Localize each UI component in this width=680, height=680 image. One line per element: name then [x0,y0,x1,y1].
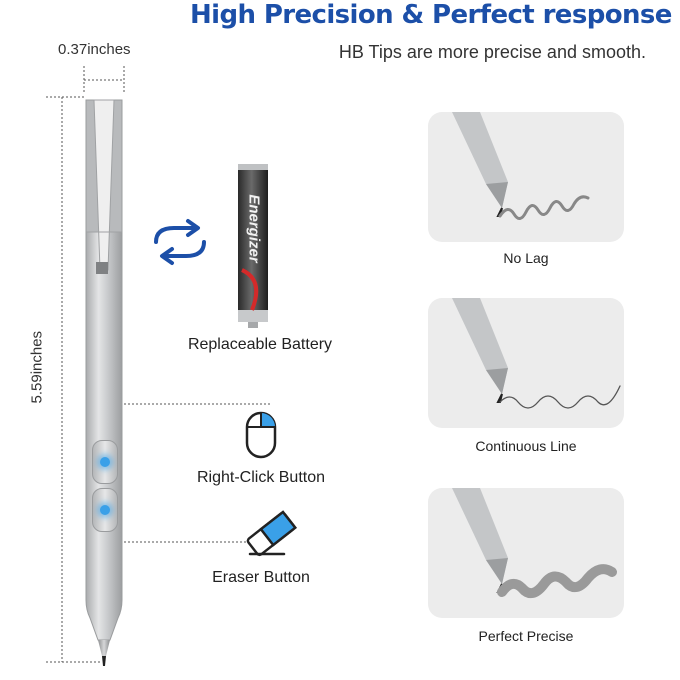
eraser-icon [246,510,298,557]
width-dimension-label: 0.37inches [58,41,131,58]
continuous-line-panel [428,298,624,428]
eraser-feature-label: Eraser Button [212,569,310,586]
no-lag-label: No Lag [503,250,549,266]
no-lag-panel [428,112,624,242]
mouse-icon [245,411,277,459]
swap-arrows-icon [154,219,206,265]
perfect-precise-panel [428,488,624,618]
battery-brand-label: Energizer [245,194,263,263]
headline-subtitle: HB Tips are more precise and smooth. [338,42,646,62]
eraser-glow-icon [100,505,110,515]
continuous-line-label: Continuous Line [475,438,577,454]
right-click-feature-label: Right-Click Button [196,469,326,486]
right-click-pen-button[interactable] [92,440,118,484]
right-click-glow-icon [100,457,110,467]
aaaa-battery-icon [238,164,268,328]
eraser-pen-button[interactable] [92,488,118,532]
perfect-precise-label: Perfect Precise [478,628,574,644]
headline-title: High Precision & Perfect response [190,0,672,30]
battery-feature-label: Replaceable Battery [187,336,333,353]
